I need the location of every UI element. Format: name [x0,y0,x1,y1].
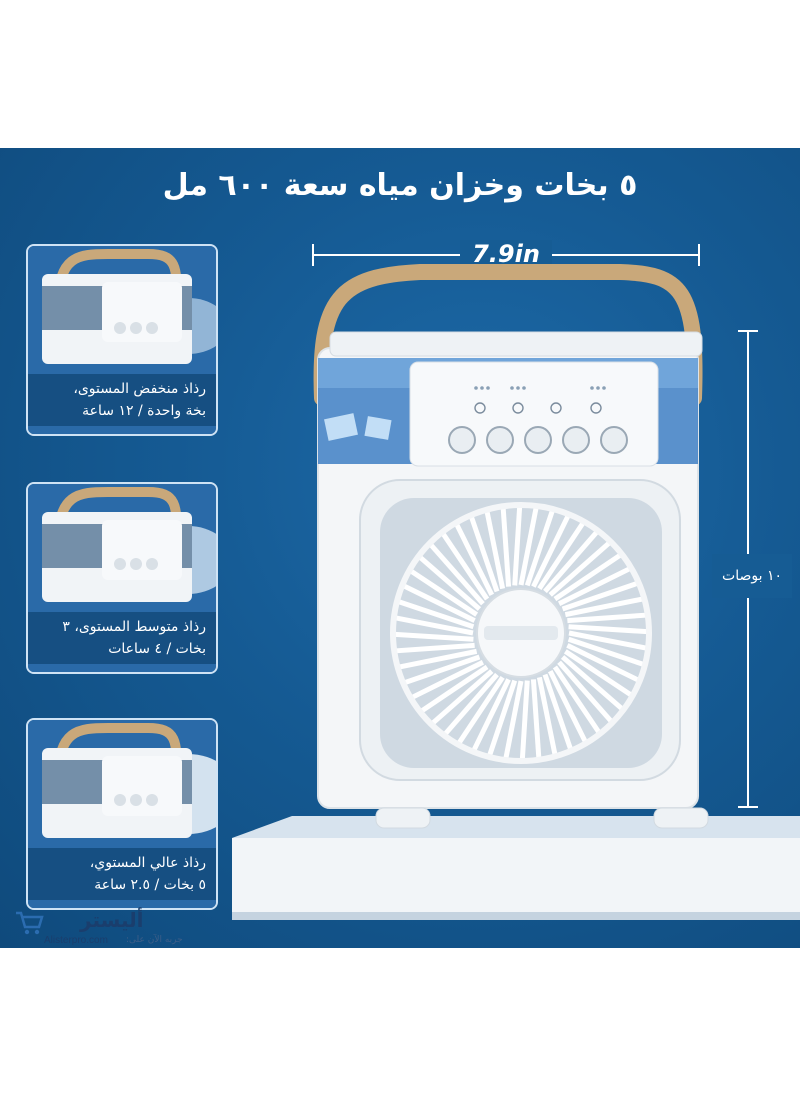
fan-blade [471,678,511,752]
control-button [448,426,476,454]
fan-blade [484,511,506,590]
fan-blade [547,669,588,743]
fan-blade [396,642,475,654]
fan-blade [454,523,495,597]
fan-blade [457,675,505,745]
product-banner: ٥ بخات وخزان مياه سعة ٦٠٠ مل 7.9in ١٠ بو… [0,148,800,948]
fan-blade [563,649,633,697]
fan-blade [394,631,474,642]
fan-grille-icon [394,506,648,760]
fan-blade [469,516,500,593]
fan-blade [500,508,512,587]
fan-blade [409,569,479,617]
fan-blade [411,659,485,700]
fan-blade [503,680,524,759]
fan-blade [537,521,585,591]
fan-blade [487,679,518,756]
fan-blade [568,624,648,635]
fan-blade [420,664,489,713]
control-button [600,426,628,454]
fan-blade [519,680,530,760]
cart-icon [16,911,44,935]
fan-blade [530,679,542,758]
fan-blade [441,532,490,601]
handle-icon [313,264,703,406]
fan-blade [398,599,475,630]
mode-caption-line: رذاذ منخفض المستوى، [73,381,206,397]
fan-blade [552,665,601,734]
mode-caption-line: بخات / ٤ ساعات [108,641,206,657]
control-button [486,426,514,454]
fan-blade [564,596,643,618]
fan-blade [548,541,611,597]
fan-blade [512,506,523,586]
control-button [562,426,590,454]
fan-blade [524,510,555,587]
fan-blade [567,612,646,624]
mode-caption-line: رذاذ عالي المستوي، [89,855,206,871]
mode-caption-line: ٥ بخات / ٢.٥ ساعة [94,877,206,893]
fan-blade [536,676,558,755]
brand-tagline: جربه الآن على: [126,935,183,945]
fan-blade [561,581,638,612]
mode-caption-medium: رذاذ متوسط المستوى، ٣ بخات / ٤ ساعات [28,612,216,664]
fan-blade [395,615,474,636]
fan-blade [557,660,613,723]
height-label: ١٠ بوصات [712,554,792,598]
fan-blade [431,669,494,725]
fan-blade [567,636,644,667]
fan-blade [560,655,624,711]
fan-blade [543,530,599,594]
mode-caption-line: رذاذ متوسط المستوى، ٣ [62,619,206,635]
fan-blade [418,555,482,611]
fan-blade [429,543,485,606]
fan-blade [518,507,539,586]
brand-name: أليستر [80,908,144,932]
headline: ٥ بخات وخزان مياه سعة ٦٠٠ مل [162,168,638,203]
fan-blade [402,583,476,623]
width-label: 7.9in [460,240,552,268]
fan-blade [399,648,478,670]
fan-blade [568,630,647,651]
mode-card-medium: رذاذ متوسط المستوى، ٣ بخات / ٤ ساعات [26,482,218,674]
fan-blade [404,654,481,685]
control-button [524,426,552,454]
fan-blade [566,643,640,683]
mode-caption-high: رذاذ عالي المستوي، ٥ بخات / ٢.٥ ساعة [28,848,216,900]
width-dimension: 7.9in [312,240,700,270]
display-platform [232,816,800,920]
mode-caption-low: رذاذ منخفض المستوى، بخة واحدة / ١٢ ساعة [28,374,216,426]
brand-watermark: أليستر Alisterpro.com جربه الآن على: [0,905,230,950]
brand-url: Alisterpro.com [44,935,108,946]
fan-blade [531,514,571,588]
fan-blade [553,553,622,602]
mode-card-high: رذاذ عالي المستوي، ٥ بخات / ٢.٥ ساعة [26,718,218,910]
air-cooler-illustration [313,264,709,829]
fan-blade [542,673,573,750]
fan-blade [443,672,499,736]
mode-card-low: رذاذ منخفض المستوى، بخة واحدة / ١٢ ساعة [26,244,218,436]
fan-blade [557,566,631,607]
mode-caption-line: بخة واحدة / ١٢ ساعة [82,403,206,419]
